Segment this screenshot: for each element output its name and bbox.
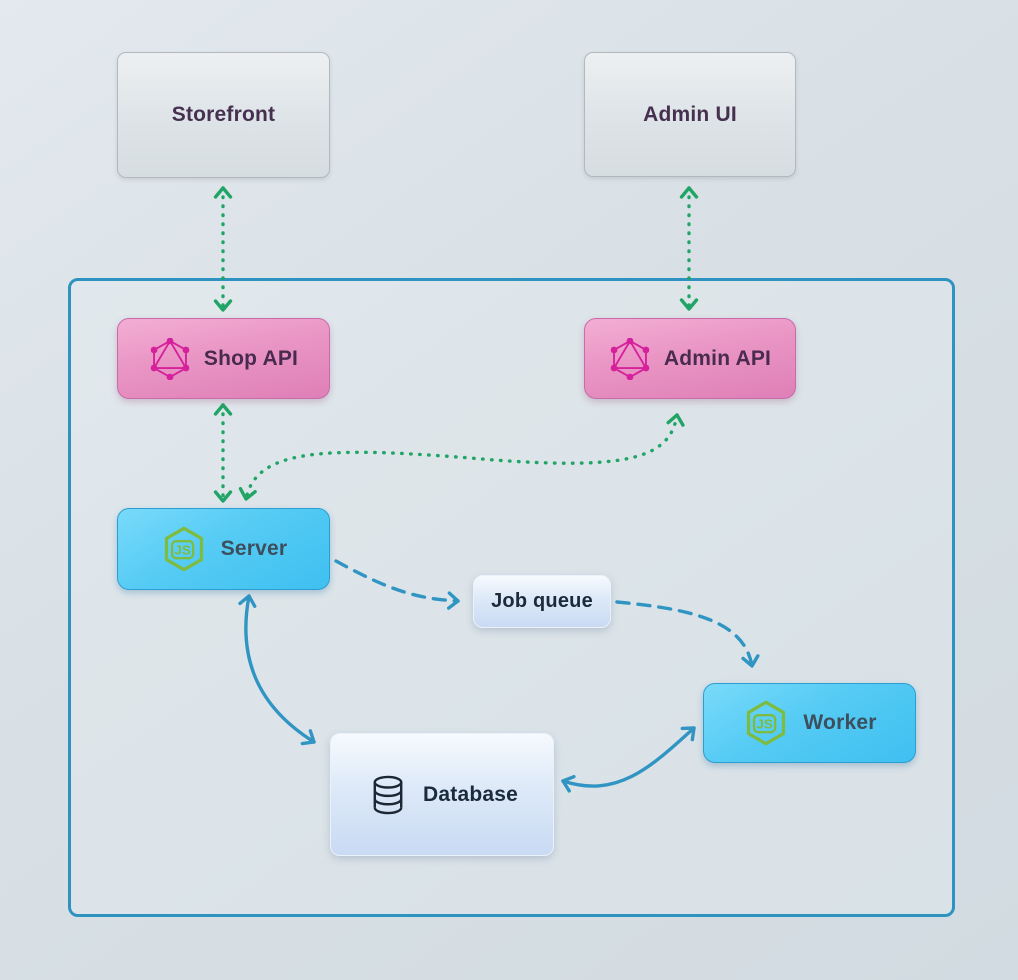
node-server: JS Server <box>117 508 330 590</box>
node-label: Shop API <box>203 346 299 370</box>
nodejs-icon-text: JS <box>174 543 191 558</box>
node-database: Database <box>330 733 554 856</box>
graphql-icon <box>610 337 650 380</box>
graphql-icon <box>150 337 190 380</box>
node-shop-api: Shop API <box>117 318 330 399</box>
node-worker: JS Worker <box>703 683 916 763</box>
node-label: Admin API <box>663 346 772 370</box>
node-label: Server <box>220 537 288 560</box>
node-label: Worker <box>803 711 877 734</box>
node-job-queue: Job queue <box>473 575 611 628</box>
node-storefront: Storefront <box>117 52 330 178</box>
nodejs-icon-text: JS <box>757 717 774 732</box>
node-admin-api: Admin API <box>584 318 796 399</box>
node-label: Storefront <box>171 103 276 126</box>
node-label: Job queue <box>491 590 593 612</box>
node-admin-ui: Admin UI <box>584 52 796 177</box>
node-label: Database <box>423 782 518 806</box>
nodejs-icon: JS <box>747 700 786 746</box>
database-icon <box>373 775 403 814</box>
nodejs-icon: JS <box>164 526 203 572</box>
node-label: Admin UI <box>643 102 737 126</box>
